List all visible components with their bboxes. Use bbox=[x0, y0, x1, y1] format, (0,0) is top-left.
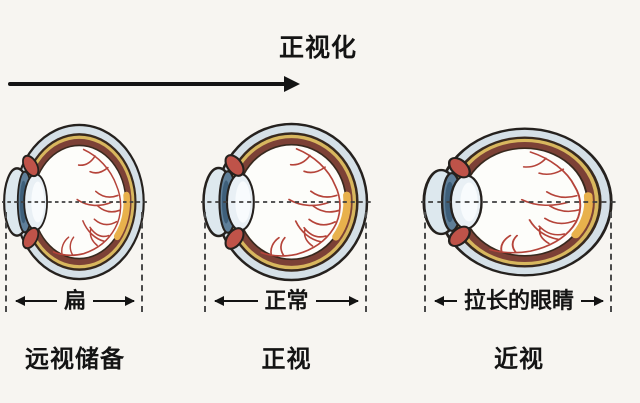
state-label: 远视储备 bbox=[25, 346, 125, 373]
arrow-right-icon bbox=[581, 296, 605, 305]
elongated-eye-diagram bbox=[421, 124, 617, 280]
measure-dash-left bbox=[424, 212, 426, 312]
axial-length-measure: 扁 bbox=[5, 288, 145, 314]
emmetropization-title: 正视化 bbox=[278, 34, 357, 62]
arrow-left-icon bbox=[434, 296, 457, 305]
shape-label: 正常 bbox=[264, 288, 309, 313]
arrow-right-icon bbox=[315, 296, 359, 305]
measure-dash-right bbox=[610, 212, 612, 312]
shape-label: 拉长的眼睛 bbox=[464, 288, 575, 313]
eye-panel-myopia: 拉长的眼睛 近视 bbox=[424, 0, 614, 403]
shape-label: 扁 bbox=[64, 288, 87, 313]
measure-dash-left bbox=[204, 212, 206, 312]
eye-panel-hyperopia-reserve: 扁 远视储备 bbox=[5, 0, 145, 403]
flat-eye-diagram bbox=[2, 120, 148, 284]
measure-dash-right bbox=[141, 212, 143, 312]
progression-arrow-line bbox=[8, 82, 285, 86]
arrow-right-icon bbox=[93, 296, 136, 305]
normal-eye-diagram bbox=[201, 119, 372, 285]
arrow-left-icon bbox=[214, 296, 258, 305]
axial-length-measure: 正常 bbox=[204, 288, 369, 314]
arrow-left-icon bbox=[15, 296, 57, 305]
state-label: 近视 bbox=[494, 346, 544, 373]
state-label: 正视 bbox=[261, 346, 312, 373]
progression-arrow-head-icon bbox=[284, 75, 300, 92]
measure-dash-left bbox=[5, 212, 7, 312]
axial-length-measure: 拉长的眼睛 bbox=[424, 288, 614, 314]
measure-dash-right bbox=[365, 212, 367, 312]
eye-panel-emmetropia: 正常 正视 bbox=[204, 0, 369, 403]
